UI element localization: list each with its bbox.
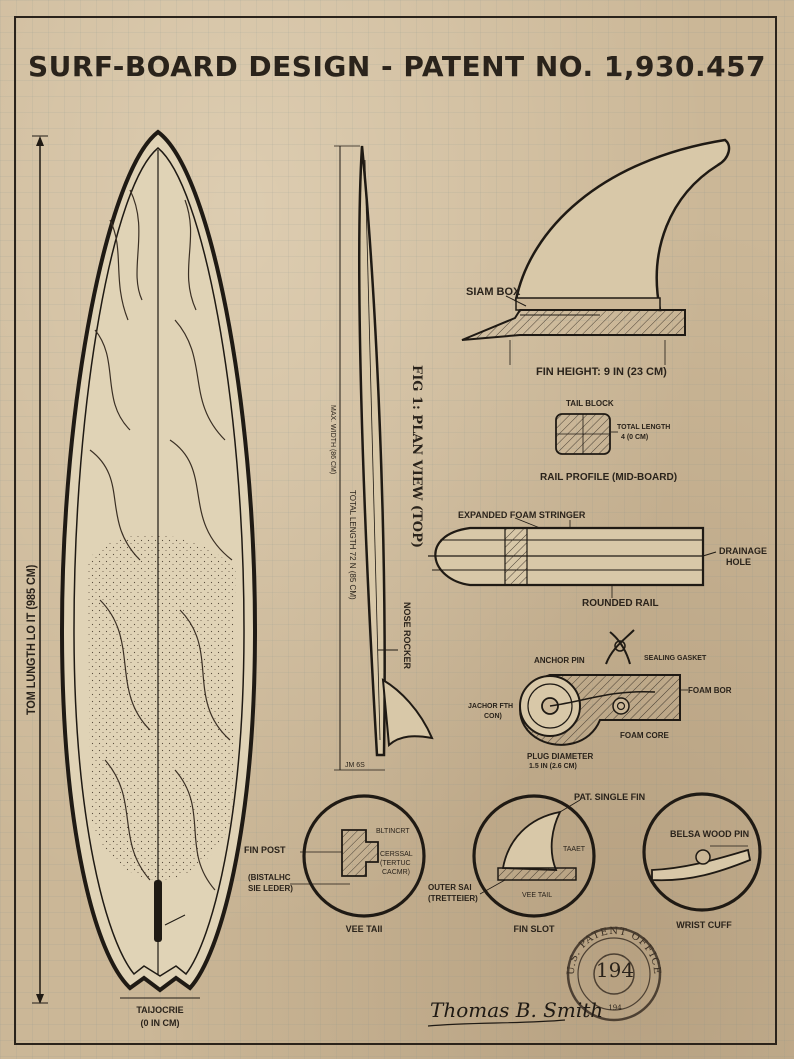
- sieleder-label: SIE LEDER): [248, 884, 293, 893]
- outer-sai-label: OUTER SAI: [428, 883, 472, 892]
- stamp-sub-number: 194: [608, 1004, 622, 1012]
- profile-total-length-label: TOTAL LENGTH 72 N (85 CM): [348, 490, 357, 600]
- tretteier-label: (TRETTEIER): [428, 894, 478, 903]
- sheet-border: [14, 16, 777, 1045]
- bistalhc-label: (BISTALHC: [248, 873, 291, 882]
- sealing-gasket-label: SEALING GASKET: [644, 655, 707, 662]
- foam-bor-label: FOAM BOR: [688, 686, 732, 695]
- cacmr-label: CACMR): [382, 869, 410, 876]
- tail-note-1: TAIJOCRIE: [136, 1005, 184, 1015]
- vee-tail-circle: [290, 794, 426, 918]
- rail-profile-caption: RAIL PROFILE (MID-BOARD): [540, 472, 678, 483]
- tail-block-total-length-value: 4 (0 CM): [621, 434, 649, 441]
- tail-block-detail: [555, 413, 618, 455]
- drainage-label: DRAINAGE: [719, 546, 768, 556]
- fin-slot-circle: [472, 794, 596, 918]
- wrist-cuff-caption: WRIST CUFF: [676, 920, 732, 930]
- wrist-cuff-circle: [642, 792, 762, 912]
- fin-detail: [461, 138, 731, 365]
- page-title: SURF-BOARD DESIGN - PATENT NO. 1,930.457: [27, 50, 767, 83]
- pat-single-fin-label: PAT. SINGLE FIN: [574, 792, 646, 802]
- con-label: CON): [484, 713, 502, 720]
- signature: Thomas B. Smith: [430, 998, 604, 1022]
- stringer-label: EXPANDED FOAM STRINGER: [458, 510, 586, 520]
- jachor-fth-label: JACHOR FTH: [468, 703, 514, 710]
- tail-block-total-length: TOTAL LENGTH: [617, 424, 671, 431]
- plug-diameter-label: PLUG DIAMETER: [527, 752, 594, 761]
- leash-plug-detail: [519, 629, 688, 746]
- tail-block-label: TAIL BLOCK: [566, 399, 614, 408]
- fin-post-label: FIN POST: [244, 845, 286, 855]
- surfboard-profile: [334, 145, 434, 771]
- fin-slot-caption: FIN SLOT: [513, 924, 555, 934]
- vee-tail-inner-label: VEE TAIL: [522, 892, 553, 899]
- belsa-wood-pin-label: BELSA WOOD PIN: [670, 829, 750, 839]
- surfboard-plan: [32, 129, 258, 1004]
- figure-caption: FIG 1: PLAN VIEW (TOP): [409, 365, 424, 548]
- board-total-length-label: TOM LUNGTH LO IT (985 CM): [24, 564, 38, 715]
- bltincrt-label: BLTINCRT: [376, 828, 410, 835]
- stamp-number: 194: [595, 958, 635, 982]
- stringer-detail: [428, 517, 717, 598]
- cerssal-label: CERSSAL: [380, 851, 413, 858]
- siam-box-label: SIAM BOX: [466, 286, 521, 298]
- fin-height-label: FIN HEIGHT: 9 IN (23 CM): [536, 366, 667, 378]
- max-width-label: MAX. WIDTH (86 CM): [329, 405, 336, 475]
- taaet-label: TAAET: [563, 846, 586, 853]
- vee-tail-caption: VEE TAII: [345, 924, 383, 934]
- foam-core-label: FOAM CORE: [620, 731, 669, 740]
- nose-rocker-label: NOSE ROCKER: [402, 602, 412, 670]
- anchor-pin-label: ANCHOR PIN: [534, 656, 585, 665]
- rounded-rail-label: ROUNDED RAIL: [582, 598, 659, 609]
- tertuc-label: (TERTUC: [380, 860, 411, 867]
- plug-diameter-value: 1.5 IN (2.6 CM): [529, 763, 577, 770]
- profile-bottom-dimension: JM 6S: [345, 762, 365, 769]
- tail-note-2: (0 IN CM): [140, 1018, 180, 1028]
- hole-label: HOLE: [726, 557, 752, 567]
